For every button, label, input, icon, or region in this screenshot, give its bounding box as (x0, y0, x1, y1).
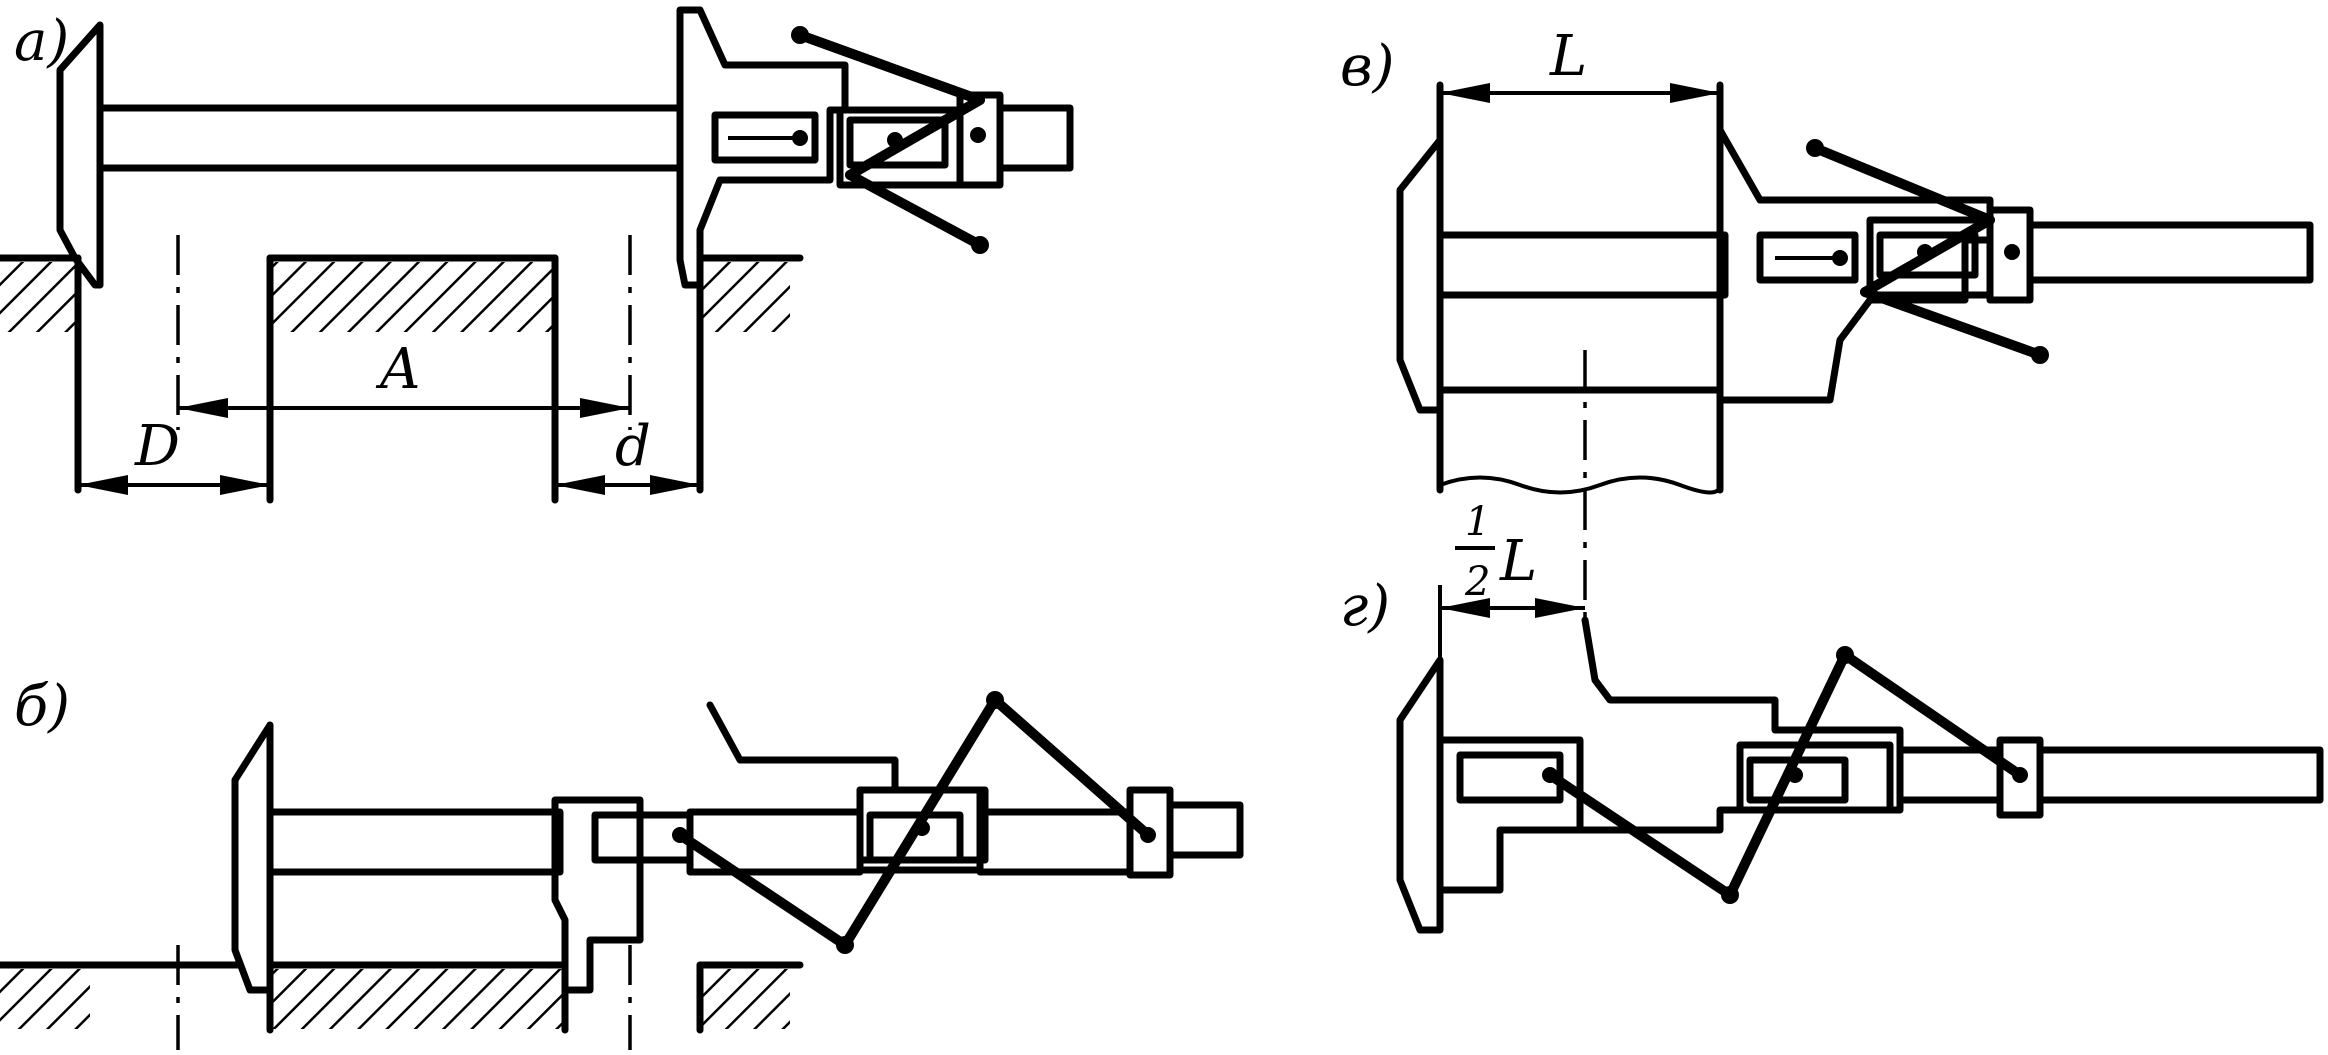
panel-v-caliper (1396, 126, 2314, 414)
half-denominator: 2 (1464, 559, 1490, 605)
dimension-L: L (1440, 24, 1720, 103)
panel-b-caliper (231, 691, 1244, 994)
dimension-D: D (78, 414, 270, 495)
panel-g-caliper (1396, 616, 2324, 934)
panel-b: б) (0, 674, 1244, 1050)
panel-b-label: б) (14, 674, 70, 739)
half-var: L (1499, 529, 1537, 594)
panel-a-label: а) (14, 9, 69, 74)
panel-a: а) (0, 6, 1074, 504)
dimension-D-label: D (134, 414, 180, 479)
dimension-L-label: L (1549, 24, 1587, 89)
dimension-d-label: d (615, 414, 651, 479)
dimension-A-label: A (375, 337, 420, 402)
half-numerator: 1 (1465, 499, 1490, 545)
panel-g: г) 1 2 L (1340, 499, 2324, 934)
panel-g-label: г) (1340, 574, 1390, 639)
panel-a-workpiece (0, 254, 804, 504)
panel-v-shaft (1436, 81, 1729, 495)
dimension-half-L: 1 2 L (1438, 499, 1585, 700)
panel-b-workpiece (0, 961, 804, 1034)
panel-a-caliper (56, 6, 1074, 289)
panel-v: в) L (1340, 24, 2314, 620)
dimension-d: d (555, 414, 700, 495)
panel-v-label: в) (1340, 34, 1394, 99)
dimension-A: A (178, 337, 630, 418)
